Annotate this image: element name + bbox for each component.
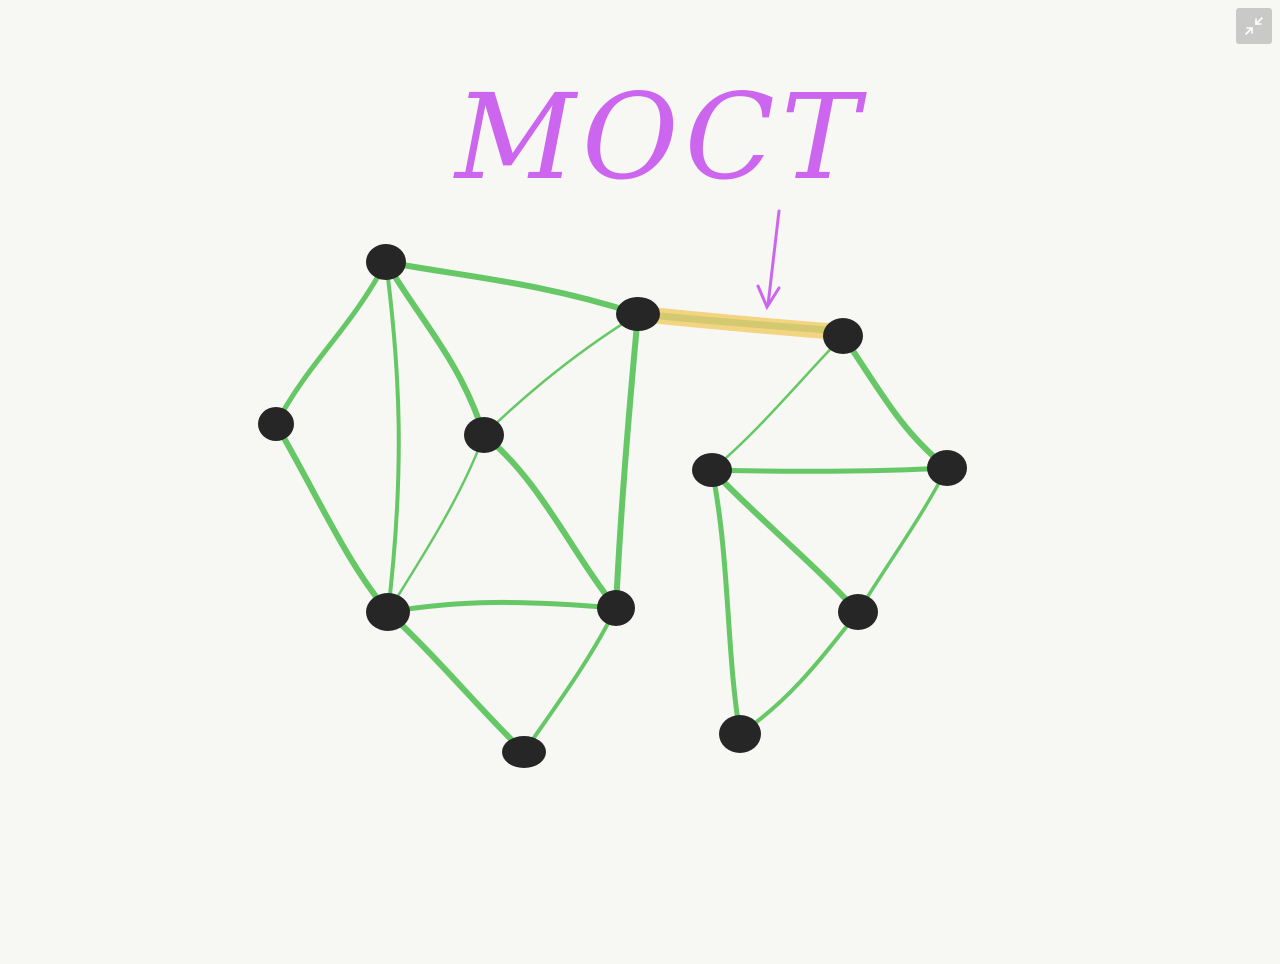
edge-9-11: [709, 467, 861, 615]
edge-1-4: [383, 259, 487, 438]
edge-9-10: [709, 465, 950, 474]
edge-10-11: [856, 466, 949, 614]
node-3: [258, 407, 294, 441]
edge-11-12: [738, 610, 860, 736]
bridge-edge: [636, 310, 844, 335]
edge-4-5: [386, 433, 486, 614]
edge-9-12: [709, 467, 743, 737]
node-9: [692, 453, 732, 487]
edge-5-7: [385, 609, 527, 755]
edge-1-3: [273, 259, 389, 427]
edge-1-2: [383, 259, 641, 317]
edge-6-7: [522, 606, 618, 754]
node-5: [366, 593, 410, 631]
node-2: [616, 297, 660, 331]
exit-fullscreen-button[interactable]: [1236, 8, 1272, 44]
edge-5-6: [385, 599, 619, 615]
node-4: [464, 417, 504, 453]
title-text: МОСТ: [453, 68, 867, 206]
node-8: [823, 318, 863, 354]
edge-4-6: [481, 432, 619, 611]
nodes: [258, 244, 967, 768]
node-11: [838, 594, 878, 630]
arrow-icon: [756, 209, 781, 311]
edge-1-5: [384, 260, 401, 614]
node-6: [597, 590, 635, 626]
node-10: [927, 450, 967, 486]
edge-8-10: [840, 333, 950, 471]
edge-8-9: [710, 334, 845, 472]
node-1: [366, 244, 406, 280]
edge-2-4: [482, 312, 640, 437]
collapse-arrows-icon: [1245, 17, 1263, 35]
edge-2-6: [613, 311, 641, 611]
edge-3-5: [273, 421, 391, 615]
node-12: [719, 715, 761, 753]
node-7: [502, 736, 546, 768]
